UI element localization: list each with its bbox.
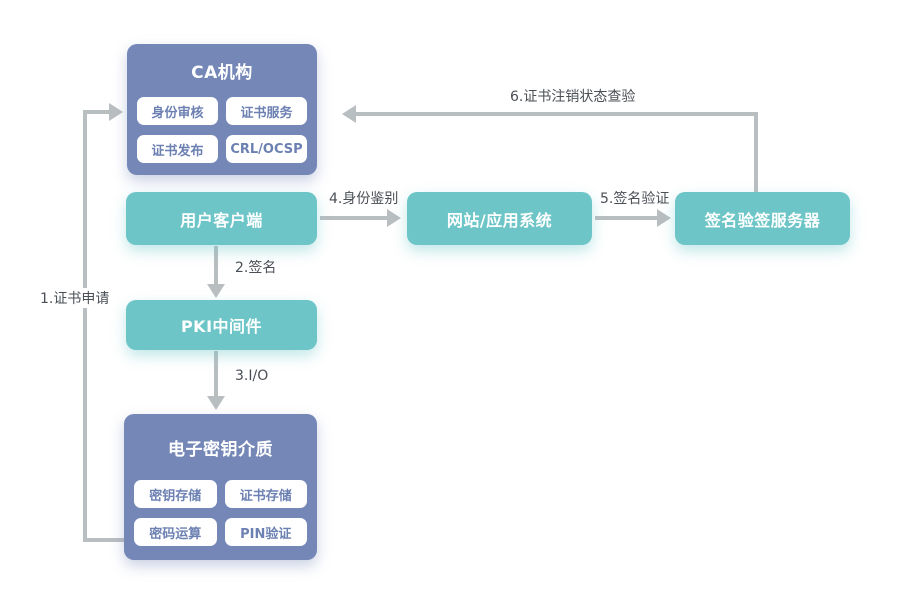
edge2-arrowhead-icon [207, 284, 225, 298]
edge5-label: 5.签名验证 [598, 188, 672, 208]
edge3-label: 3.I/O [233, 368, 271, 384]
chip-identity-review: 身份审核 [137, 97, 218, 125]
chip-cert-service: 证书服务 [226, 97, 307, 125]
edge4-arrowhead-icon [387, 209, 401, 227]
edge1-label: 1.证书申请 [38, 288, 112, 308]
chip-pin-verify: PIN验证 [224, 518, 307, 546]
chip-crypto-compute: 密码运算 [134, 518, 217, 546]
node-signserver: 签名验签服务器 [675, 192, 850, 245]
node-token-chip-grid: 密钥存储 证书存储 密码运算 PIN验证 [124, 480, 317, 546]
edge4-line [320, 216, 387, 220]
edge6-vertical-segment [754, 112, 758, 192]
edge4-label: 4.身份鉴别 [327, 188, 401, 208]
node-pki-title: PKI中间件 [180, 317, 263, 336]
edge5-arrowhead-icon [657, 209, 671, 227]
edge1-top-segment [83, 110, 109, 114]
chip-crl-ocsp: CRL/OCSP [226, 135, 307, 163]
edge1-vertical-segment [83, 110, 87, 542]
node-web-title: 网站/应用系统 [446, 210, 553, 230]
node-client-title: 用户客户端 [180, 210, 263, 230]
edge3-arrowhead-icon [207, 396, 225, 410]
edge3-line [214, 351, 218, 396]
edge6-arrowhead-icon [342, 105, 356, 123]
chip-key-storage: 密钥存储 [134, 480, 217, 508]
edge5-line [595, 216, 657, 220]
node-ca: CA机构 身份审核 证书服务 证书发布 CRL/OCSP [127, 44, 317, 175]
node-web: 网站/应用系统 [407, 192, 592, 245]
chip-cert-storage: 证书存储 [224, 480, 307, 508]
edge2-line [214, 246, 218, 284]
chip-cert-publish: 证书发布 [137, 135, 218, 163]
edge2-label: 2.签名 [233, 257, 279, 277]
node-ca-title: CA机构 [191, 63, 253, 83]
node-token: 电子密钥介质 密钥存储 证书存储 密码运算 PIN验证 [124, 414, 317, 560]
node-client: 用户客户端 [126, 192, 317, 245]
node-signserver-title: 签名验签服务器 [704, 210, 821, 230]
node-pki: PKI中间件 [126, 300, 317, 350]
node-token-title: 电子密钥介质 [168, 440, 273, 460]
edge6-horizontal-segment [356, 112, 758, 116]
edge1-arrowhead-icon [109, 103, 123, 121]
edge6-label: 6.证书注销状态查验 [508, 86, 638, 106]
node-ca-chip-grid: 身份审核 证书服务 证书发布 CRL/OCSP [127, 97, 317, 163]
edge1-bottom-segment [83, 538, 125, 542]
